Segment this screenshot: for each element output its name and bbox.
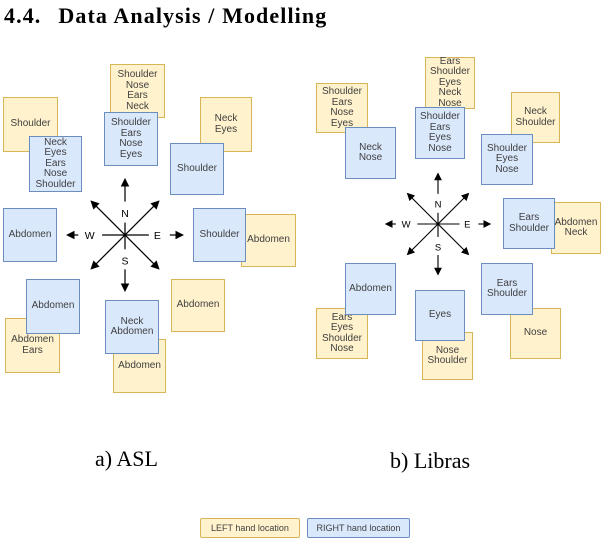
section-title: Data Analysis / Modelling bbox=[58, 3, 328, 28]
compass-label-n: N bbox=[121, 209, 129, 220]
location-box-label: Nose bbox=[523, 327, 548, 339]
location-box-asl-sw: Abdomen bbox=[26, 279, 80, 334]
location-box-label: Abdomen bbox=[8, 228, 52, 240]
location-box-label: Abdomen bbox=[118, 359, 161, 371]
location-box-label: Eyes bbox=[428, 309, 452, 321]
location-box-label: Shoulder bbox=[10, 118, 51, 130]
compass-rose-asl: N S W E bbox=[66, 177, 184, 293]
location-box-libras-sw: Abdomen bbox=[345, 263, 396, 315]
location-box-label: Abdomen bbox=[247, 234, 290, 246]
compass-label-s: S bbox=[122, 257, 129, 268]
location-box-label: Shoulder bbox=[199, 228, 240, 240]
location-box-label: Abdomen bbox=[176, 299, 220, 311]
compass-rose-libras: N S W E bbox=[384, 172, 492, 276]
legend: LEFT hand location RIGHT hand location bbox=[200, 518, 410, 538]
location-box-asl-e-outer: Abdomen bbox=[241, 214, 296, 267]
location-box-label: Abdomen bbox=[31, 300, 75, 312]
legend-right-hand-location: RIGHT hand location bbox=[307, 518, 410, 538]
caption-asl: a) ASL bbox=[95, 446, 158, 471]
caption-libras: b) Libras bbox=[390, 448, 471, 473]
location-box-asl-se-outer: Abdomen bbox=[171, 279, 225, 332]
compass-label-e: E bbox=[464, 219, 470, 230]
compass-label-w: W bbox=[85, 231, 95, 242]
section-heading: 4.4. Data Analysis / Modelling bbox=[4, 3, 327, 29]
compass-arrow bbox=[406, 192, 470, 256]
compass-label-s: S bbox=[435, 243, 441, 254]
section-number: 4.4. bbox=[4, 3, 42, 28]
location-box-libras-se-outer: Nose bbox=[510, 308, 561, 359]
legend-left-hand-location: LEFT hand location bbox=[200, 518, 300, 538]
location-box-label: Abdomen bbox=[349, 282, 392, 294]
compass-label-e: E bbox=[154, 231, 161, 242]
compass-label-n: N bbox=[435, 200, 442, 211]
location-box-label: Shoulder bbox=[176, 162, 218, 174]
location-box-asl-ne: Shoulder bbox=[170, 143, 224, 195]
compass-label-w: W bbox=[402, 219, 411, 230]
location-box-asl-w: Abdomen bbox=[3, 208, 57, 262]
location-box-asl-e: Shoulder bbox=[193, 208, 246, 262]
location-box-libras-s: Eyes bbox=[415, 290, 465, 341]
compass-arrow bbox=[90, 200, 160, 270]
